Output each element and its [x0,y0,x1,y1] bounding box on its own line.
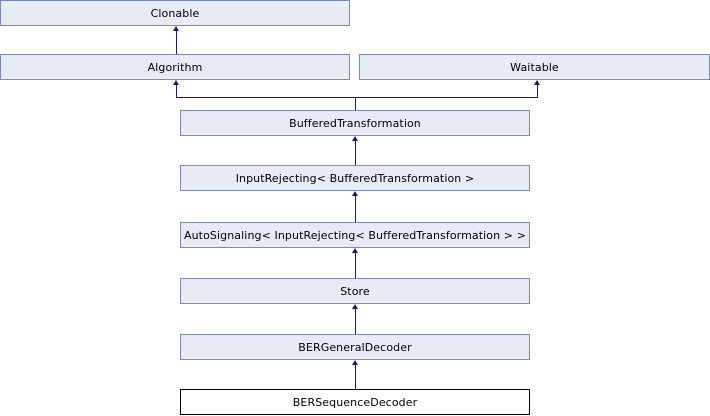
node-algorithm[interactable]: Algorithm [0,54,350,80]
node-label-clonable: Clonable [150,6,200,20]
node-label-store: Store [340,284,370,298]
node-ber-general-decoder[interactable]: BERGeneralDecoder [180,334,530,360]
arrowhead-inputrejecting-to-buffered [352,136,358,141]
arrowhead-buffered-to-algorithm [173,80,179,85]
node-label-algorithm: Algorithm [147,60,203,74]
node-auto-signaling[interactable]: AutoSignaling< InputRejecting< BufferedT… [180,222,530,248]
node-store[interactable]: Store [180,278,530,304]
edge-bersequence-to-bergeneral [355,365,356,389]
edge-bergeneral-to-store [355,309,356,334]
node-label-buffered-transformation: BufferedTransformation [289,116,421,130]
node-label-auto-signaling: AutoSignaling< InputRejecting< BufferedT… [183,228,527,242]
arrowhead-bersequence-to-bergeneral [352,360,358,365]
edge-autosignaling-to-inputrejecting [355,196,356,222]
node-waitable[interactable]: Waitable [359,54,710,80]
node-ber-sequence-decoder[interactable]: BERSequenceDecoder [180,389,530,415]
node-label-input-rejecting: InputRejecting< BufferedTransformation > [235,171,475,185]
edge-buffered-parents-bus [176,97,538,98]
node-input-rejecting[interactable]: InputRejecting< BufferedTransformation > [180,165,530,191]
edge-buffered-parents-stem [355,97,356,110]
node-label-waitable: Waitable [510,60,559,74]
edge-inputrejecting-to-buffered [355,141,356,165]
arrowhead-buffered-to-waitable [534,80,540,85]
node-clonable[interactable]: Clonable [0,0,350,26]
node-label-ber-sequence-decoder: BERSequenceDecoder [292,395,418,409]
arrowhead-autosignaling-to-inputrejecting [352,191,358,196]
arrowhead-bergeneral-to-store [352,304,358,309]
edge-buffered-to-algorithm-riser [176,85,177,98]
edge-algorithm-to-clonable [176,31,177,54]
edge-store-to-autosignaling [355,253,356,278]
arrowhead-algorithm-to-clonable [173,26,179,31]
edge-buffered-to-waitable-riser [537,85,538,98]
arrowhead-store-to-autosignaling [352,248,358,253]
node-buffered-transformation[interactable]: BufferedTransformation [180,110,530,136]
node-label-ber-general-decoder: BERGeneralDecoder [298,340,412,354]
